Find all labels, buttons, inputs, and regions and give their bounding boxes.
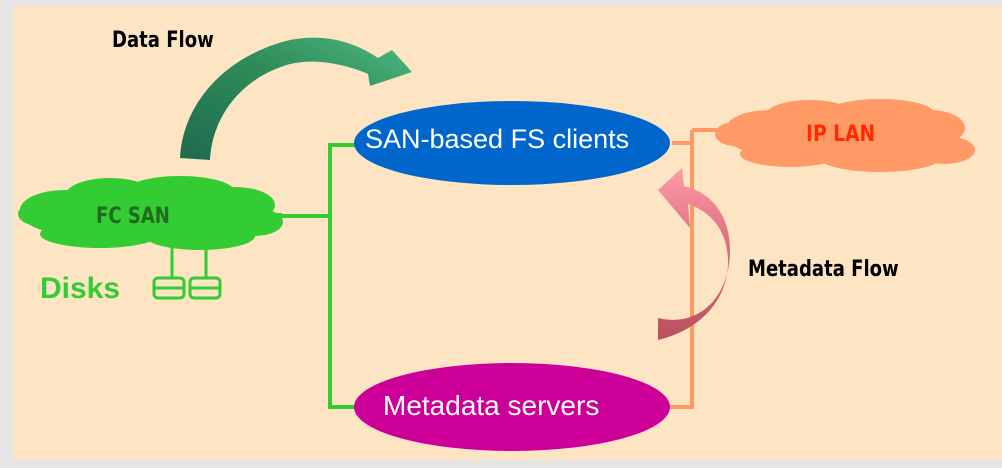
disks-label: Disks <box>40 272 121 305</box>
ip-lan-label: IP LAN <box>806 122 876 147</box>
metadata-flow-label: Metadata Flow <box>748 257 899 282</box>
san-clients-label: SAN-based FS clients <box>365 124 630 154</box>
fc-san-cloud <box>18 176 283 250</box>
disks-icon <box>152 236 222 300</box>
metadata-flow-arrow <box>658 168 730 340</box>
data-flow-label: Data Flow <box>112 28 214 53</box>
metadata-servers-node <box>354 363 670 451</box>
metadata-servers-label: Metadata servers <box>383 390 600 421</box>
san-clients-node <box>354 101 670 185</box>
ip-lan-cloud <box>715 99 975 172</box>
fc-san-label: FC SAN <box>96 204 170 229</box>
san-connector-lines <box>270 143 360 409</box>
fc-san-port <box>270 213 282 219</box>
data-flow-arrow <box>180 37 412 160</box>
